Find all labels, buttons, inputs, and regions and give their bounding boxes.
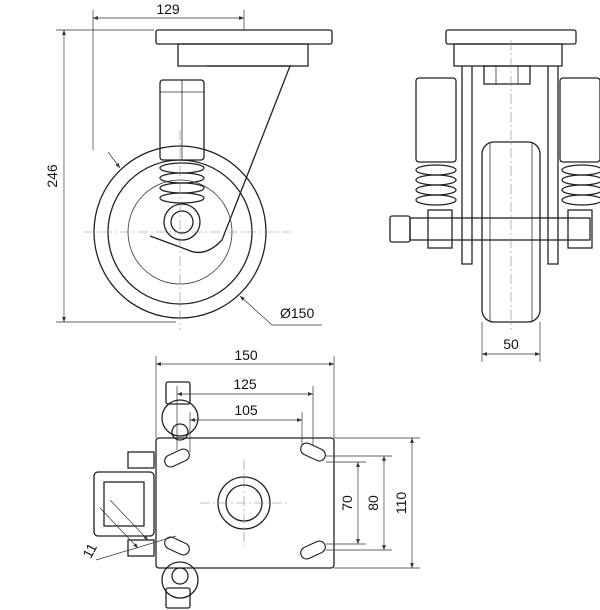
front-axle	[409, 217, 591, 241]
dim-plate-length: 150	[234, 347, 258, 363]
front-spring-housing-left	[415, 77, 457, 163]
dim-wheel-diameter: Ø150	[280, 305, 314, 321]
front-view: 50	[389, 29, 600, 362]
dim-overall-height: 246	[44, 164, 60, 188]
dim-hole-spacing-inner: 105	[234, 402, 258, 418]
spring	[159, 162, 205, 204]
axle	[170, 210, 194, 234]
axle-nut	[163, 203, 201, 241]
top-plate	[155, 29, 333, 45]
front-wheel	[481, 141, 541, 323]
dim-slot-width: 11	[79, 540, 100, 561]
dim-plate-offset: 129	[156, 1, 180, 17]
base-plate	[155, 437, 335, 569]
top-spring-housing-left	[93, 471, 155, 537]
dim-slot-spacing-inner: 70	[339, 495, 355, 511]
top-nut-lower	[165, 587, 191, 609]
dim-plate-width: 110	[393, 492, 409, 515]
side-view: 246 129 Ø150	[44, 1, 333, 330]
front-spring-housing-right	[559, 77, 600, 163]
plate-boss	[177, 43, 309, 67]
dim-wheel-width: 50	[503, 336, 519, 352]
dim-hole-spacing-outer: 125	[233, 376, 257, 392]
dim-slot-spacing-outer: 80	[365, 495, 381, 511]
swivel-fork	[149, 65, 291, 254]
mounting-slots	[164, 442, 326, 560]
top-view: 150 125 105 70 80 110 11	[79, 347, 420, 609]
